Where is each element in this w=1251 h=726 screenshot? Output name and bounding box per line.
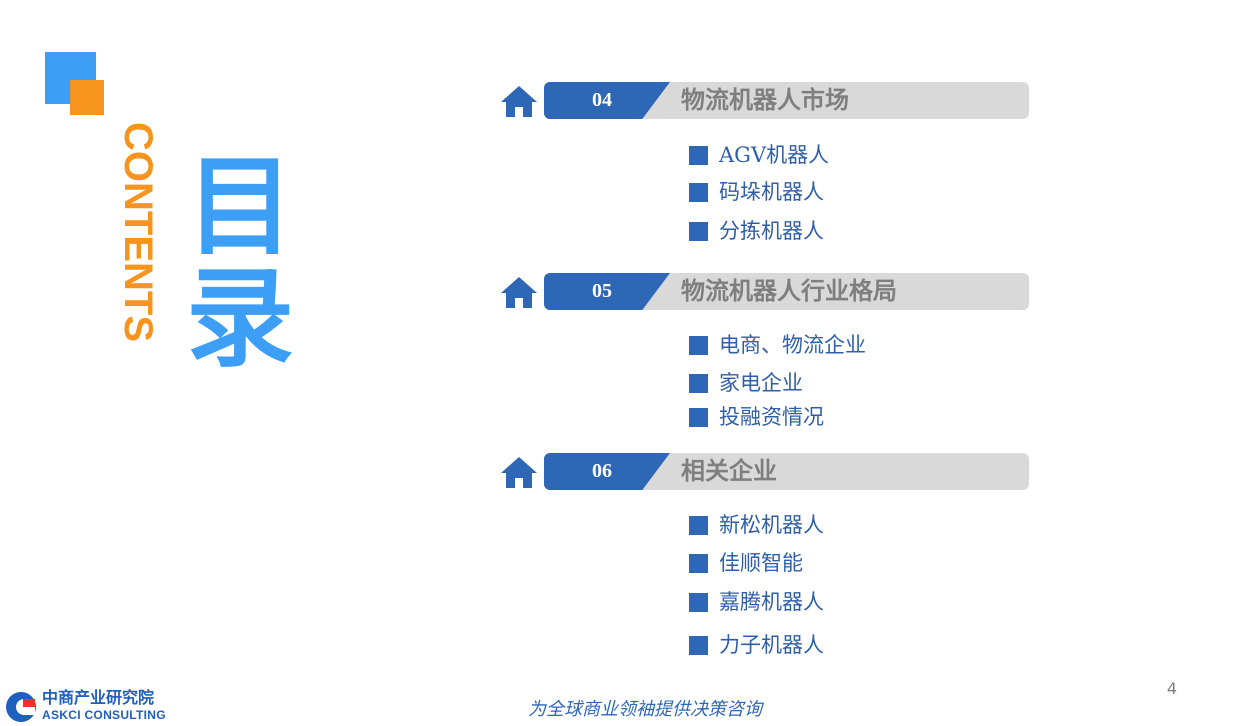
company-logo: 中商产业研究院 ASKCI CONSULTING: [4, 688, 174, 724]
section-header-04: 04 物流机器人市场: [500, 81, 1030, 121]
section-number: 06: [592, 460, 612, 482]
list-item-label: 佳顺智能: [719, 551, 803, 575]
list-item-label: 投融资情况: [719, 405, 824, 429]
page-number: 4: [1166, 679, 1178, 698]
home-icon: [501, 277, 537, 308]
section-header-05: 05 物流机器人行业格局: [500, 272, 1030, 312]
logo-text-cn: 中商产业研究院: [42, 688, 155, 707]
list-item-label: 嘉腾机器人: [719, 590, 824, 614]
bullet-square-icon: [689, 516, 708, 535]
section-number: 05: [592, 280, 612, 302]
bullet-square-icon: [689, 374, 708, 393]
contents-label: CONTENTS: [116, 122, 160, 342]
bullet-square-icon: [689, 554, 708, 573]
home-icon: [501, 86, 537, 117]
decorative-orange-square: [70, 80, 104, 115]
logo-text-en: ASKCI CONSULTING: [42, 708, 166, 722]
section-title: 相关企业: [681, 457, 777, 485]
list-item-label: 电商、物流企业: [719, 333, 866, 357]
bullet-square-icon: [689, 183, 708, 202]
section-title: 物流机器人行业格局: [681, 277, 897, 305]
list-item-label: 分拣机器人: [719, 219, 824, 243]
bullet-square-icon: [689, 336, 708, 355]
section-number: 04: [592, 89, 612, 111]
list-item-label: 家电企业: [719, 371, 803, 395]
page-title: 目录: [185, 145, 294, 382]
list-item-label: 力子机器人: [719, 633, 824, 657]
list-item-label: AGV机器人: [719, 143, 830, 167]
section-title: 物流机器人市场: [681, 86, 849, 114]
home-icon: [501, 457, 537, 488]
list-item-label: 码垛机器人: [719, 180, 824, 204]
section-header-06: 06 相关企业: [500, 452, 1030, 492]
bullet-square-icon: [689, 593, 708, 612]
logo-mark-icon: [6, 692, 36, 722]
bullet-square-icon: [689, 146, 708, 165]
bullet-square-icon: [689, 222, 708, 241]
list-item-label: 新松机器人: [719, 513, 824, 537]
bullet-square-icon: [689, 636, 708, 655]
footer-slogan: 为全球商业领袖提供决策咨询: [528, 699, 762, 720]
bullet-square-icon: [689, 408, 708, 427]
